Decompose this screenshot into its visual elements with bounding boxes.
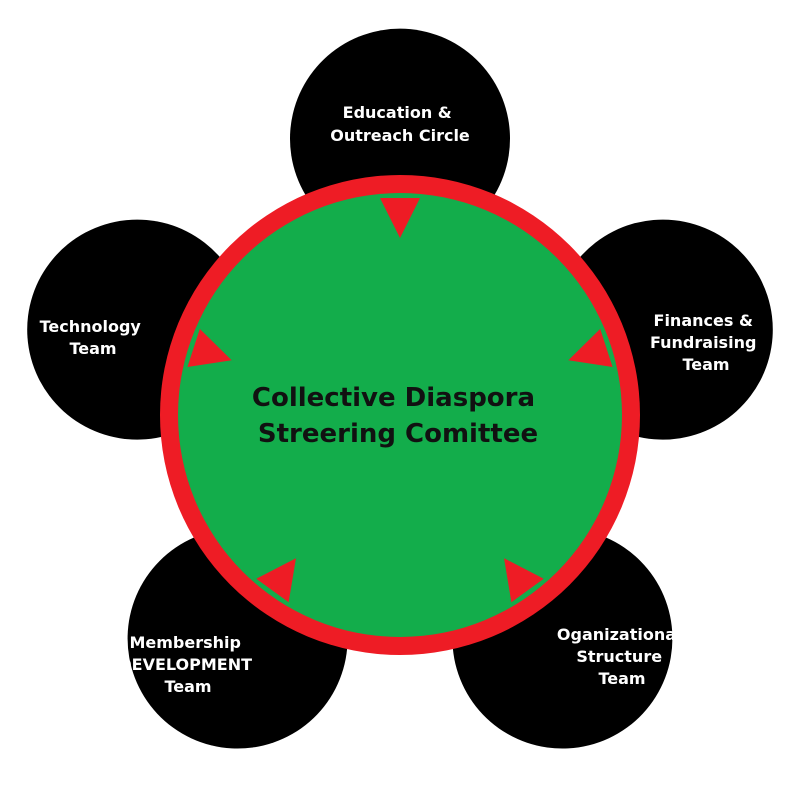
team-label-line: Outreach Circle xyxy=(330,126,470,145)
arrow-finances xyxy=(568,328,613,367)
arrow-education xyxy=(380,198,420,238)
team-label-line: Education & xyxy=(343,103,452,122)
center-circle xyxy=(178,193,622,637)
arrow-organizational xyxy=(504,558,544,603)
team-label-line: Team xyxy=(69,339,116,358)
arrow-technology xyxy=(187,328,232,367)
team-label-line: Membership xyxy=(129,633,241,652)
team-label-line: Oganizational xyxy=(557,625,682,644)
team-label-line: Finances & xyxy=(654,311,753,330)
team-label-line: Structure xyxy=(576,647,662,666)
team-label-line: DEVELOPMENT xyxy=(118,655,252,674)
petal-shape xyxy=(289,28,510,221)
center-title-line-2: Streering Comittee xyxy=(258,419,538,449)
team-label-line: Team xyxy=(682,355,729,374)
connector-arrows xyxy=(187,198,613,603)
center-title: Collective Diaspora Streering Comittee xyxy=(252,383,544,449)
team-label-line: Technology xyxy=(40,317,142,336)
arrow-membership xyxy=(256,558,296,603)
team-label-technology: Technology Team xyxy=(40,317,147,358)
team-label-membership: Membership DEVELOPMENT Team xyxy=(118,633,257,696)
center-title-line-1: Collective Diaspora xyxy=(252,383,535,413)
team-label-finances: Finances & Fundraising Team xyxy=(650,311,762,374)
team-label-line: Team xyxy=(598,669,645,688)
team-label-line: Team xyxy=(164,677,211,696)
team-label-education: Education & Outreach Circle xyxy=(330,103,470,145)
team-label-line: Fundraising xyxy=(650,333,756,352)
team-label-organizational: Oganizational Structure Team xyxy=(557,625,687,688)
